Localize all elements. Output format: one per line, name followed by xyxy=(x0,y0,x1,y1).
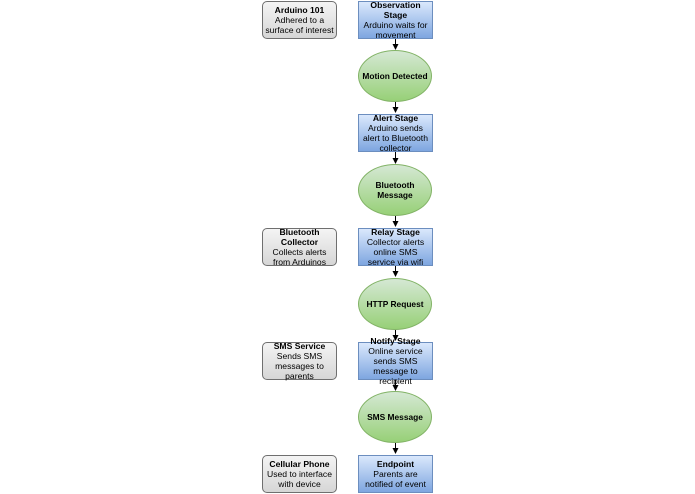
actor-cellular-phone: Cellular Phone Used to interface with de… xyxy=(262,455,337,493)
actor-title: Arduino 101 xyxy=(274,5,325,15)
actor-title: SMS Service xyxy=(273,341,326,351)
event-label: Bluetooth Message xyxy=(375,180,415,200)
stage-title: Observation Stage xyxy=(370,0,421,20)
stage-notify: Notify Stage Online service sends SMS me… xyxy=(358,336,433,386)
event-bluetooth-message: Bluetooth Message xyxy=(358,164,432,216)
actor-bluetooth-collector: Bluetooth Collector Collects alerts from… xyxy=(262,227,337,267)
actor-desc: Used to interface with device xyxy=(267,469,332,489)
event-sms-message: SMS Message xyxy=(358,391,432,443)
event-motion-detected: Motion Detected xyxy=(358,50,432,102)
actor-desc: Collects alerts from Arduinos xyxy=(272,247,327,267)
stage-observation: Observation Stage Arduino waits for move… xyxy=(358,0,433,40)
actor-arduino-101: Arduino 101 Adhered to a surface of inte… xyxy=(262,1,337,39)
event-http-request: HTTP Request xyxy=(358,278,432,330)
stage-alert: Alert Stage Arduino sends alert to Bluet… xyxy=(358,113,433,153)
stage-title: Relay Stage xyxy=(371,227,420,237)
stage-desc: Online service sends SMS message to reci… xyxy=(368,346,423,386)
event-label: Motion Detected xyxy=(362,71,428,81)
actor-sms-service: SMS Service Sends SMS messages to parent… xyxy=(262,341,337,381)
stage-title: Alert Stage xyxy=(372,113,419,123)
stage-desc: Collector alerts online SMS service via … xyxy=(366,237,425,267)
event-label: SMS Message xyxy=(367,412,423,422)
stage-title: Notify Stage xyxy=(370,336,421,346)
event-label: HTTP Request xyxy=(366,299,424,309)
actor-title: Bluetooth Collector xyxy=(279,227,320,247)
actor-title: Cellular Phone xyxy=(269,459,330,469)
stage-relay: Relay Stage Collector alerts online SMS … xyxy=(358,227,433,267)
actor-desc: Adhered to a surface of interest xyxy=(265,15,334,35)
stage-title: Endpoint xyxy=(376,459,415,469)
stage-desc: Parents are notified of event xyxy=(365,469,426,489)
stage-endpoint: Endpoint Parents are notified of event xyxy=(358,455,433,493)
stage-desc: Arduino waits for movement xyxy=(363,20,428,40)
actor-desc: Sends SMS messages to parents xyxy=(275,351,324,381)
stage-desc: Arduino sends alert to Bluetooth collect… xyxy=(363,123,428,153)
